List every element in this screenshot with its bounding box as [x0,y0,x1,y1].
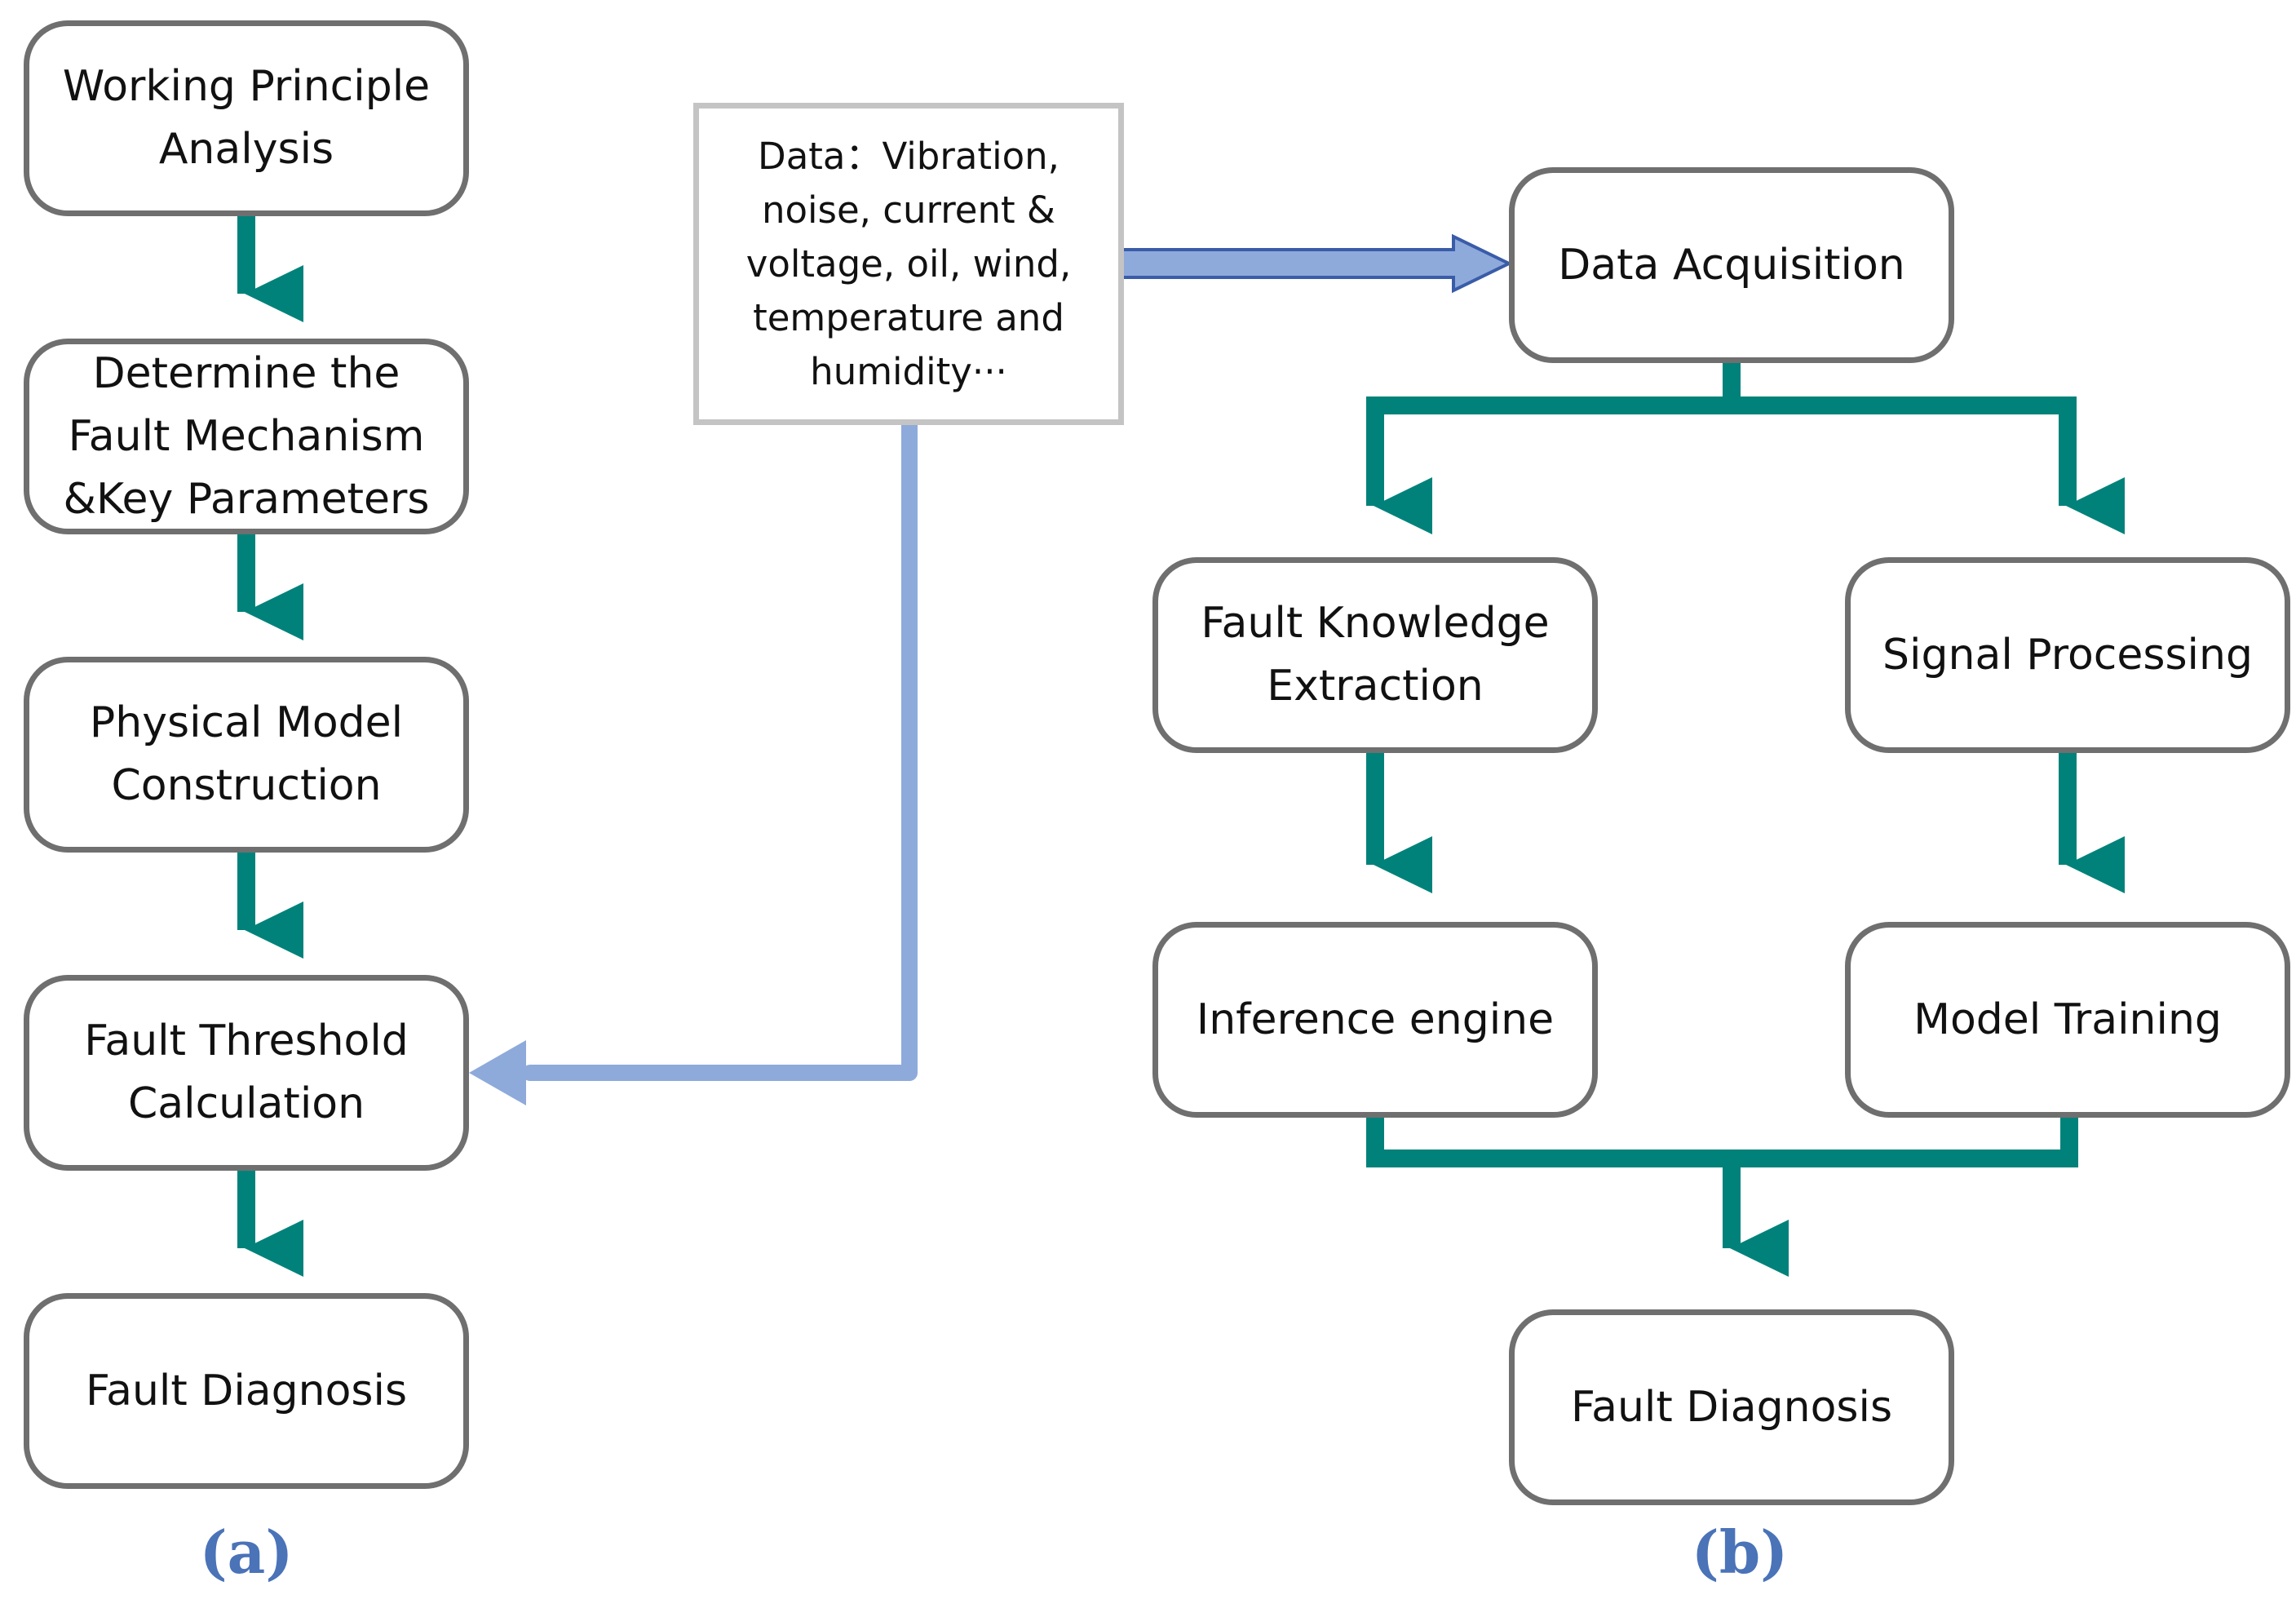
fault-diagnosis-a-label: Fault Diagnosis [85,1366,408,1415]
data-acquisition-box: Data Acquisition [1509,167,1954,363]
fault-knowledge-extraction-box: Fault Knowledge Extraction [1152,557,1598,753]
panel-b-label: (b) [1691,1517,1789,1587]
inference-engine-box: Inference engine [1152,922,1598,1118]
signal-processing-box: Signal Processing [1845,557,2290,753]
fault-diagnosis-b-label: Fault Diagnosis [1570,1382,1893,1432]
fault-knowledge-extraction-label: Fault Knowledge Extraction [1201,599,1550,711]
branch-split [1366,356,1741,534]
panel-a-label: (a) [199,1517,294,1587]
signal-processing-label: Signal Processing [1882,630,2253,680]
data-source-text: Data：Vibration, noise, current & voltage… [745,134,1072,393]
fault-threshold-box: Fault Threshold Calculation [24,975,469,1171]
fault-diagnosis-b-box: Fault Diagnosis [1509,1309,1954,1505]
fault-mechanism-label: Determine the Fault Mechanism &Key Param… [63,348,430,524]
data-to-threshold-connector [469,416,918,1105]
fault-mechanism-box: Determine the Fault Mechanism &Key Param… [24,339,469,534]
model-training-box: Model Training [1845,922,2290,1118]
panel-b-arrows [1366,356,2125,1277]
branch-split-right [1732,396,2125,534]
working-principle-label: Working Principle Analysis [62,62,431,174]
branch-merge [1366,1114,2078,1167]
physical-model-label: Physical Model Construction [89,698,404,810]
inference-engine-label: Inference engine [1196,994,1555,1044]
physical-model-box: Physical Model Construction [24,657,469,853]
data-arrowhead-left [469,1040,526,1105]
working-principle-box: Working Principle Analysis [24,20,469,216]
data-to-acquisition-arrow [1118,233,1513,294]
model-training-label: Model Training [1913,994,2222,1044]
fault-threshold-label: Fault Threshold Calculation [84,1017,409,1128]
fault-diagnosis-a-box: Fault Diagnosis [24,1293,469,1489]
data-acquisition-label: Data Acquisition [1558,240,1905,290]
data-source-box: Data：Vibration, noise, current & voltage… [693,103,1124,425]
